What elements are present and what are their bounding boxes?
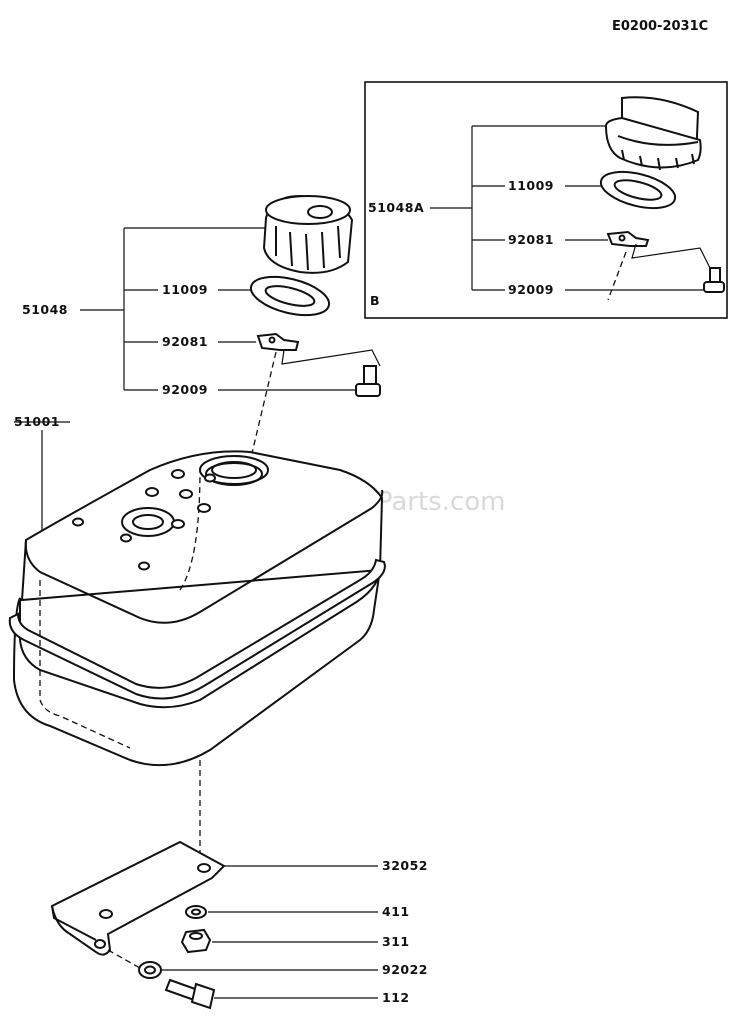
part-92022-label: 92022 (382, 962, 428, 977)
part-411-label: 411 (382, 904, 410, 919)
diagram-reference: E0200-2031C (612, 19, 708, 34)
part-32052-label: 32052 (382, 858, 428, 873)
part-51048A-label: 51048A (368, 200, 424, 215)
bracket-icon (50, 840, 226, 956)
part-11009-alt-label: 11009 (508, 178, 554, 193)
cap-assembly: 51048 11009 92081 92009 (22, 194, 381, 471)
inset-frame (364, 81, 728, 319)
part-311-label: 311 (382, 934, 410, 949)
part-51001-label: 51001 (14, 414, 60, 429)
gasket-icon (249, 275, 331, 317)
part-92081-alt-label: 92081 (508, 232, 554, 247)
fuel-cap-icon (262, 194, 354, 274)
part-11009-label: 11009 (162, 282, 208, 297)
part-92081-label: 92081 (162, 334, 208, 349)
fuel-tank-icon (8, 450, 386, 767)
washer-icon (185, 905, 207, 919)
gasket-alt-icon (599, 170, 677, 210)
part-92009-alt-label: 92009 (508, 282, 554, 297)
part-112-label: 112 (382, 990, 410, 1005)
bolt-icon (355, 365, 381, 397)
bracket-hardware: 32052 411 311 92022 112 (50, 840, 428, 1010)
bolt-b-icon (164, 978, 216, 1010)
part-92009-label: 92009 (162, 382, 208, 397)
fuel-cap-alt-icon (604, 96, 702, 171)
nut-icon (180, 928, 212, 954)
plate-icon (256, 332, 300, 351)
plate-alt-icon (606, 230, 650, 247)
inset-b: B 51048A 11009 92081 92009 (364, 81, 728, 319)
fuel-tank: 51001 (8, 414, 386, 767)
washer-b-icon (138, 961, 162, 979)
inset-label: B (370, 293, 380, 308)
part-51048-label: 51048 (22, 302, 68, 317)
bolt-alt-icon (703, 267, 725, 293)
